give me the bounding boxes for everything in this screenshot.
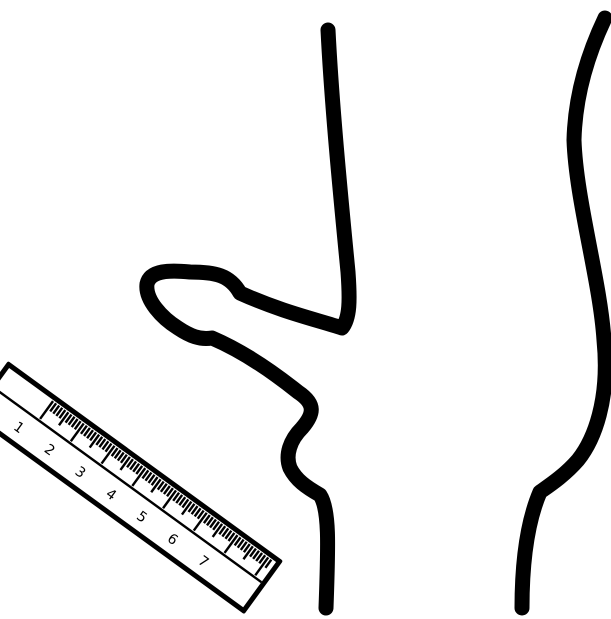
right-profile-outline bbox=[522, 18, 605, 608]
ruler-face bbox=[0, 368, 276, 607]
